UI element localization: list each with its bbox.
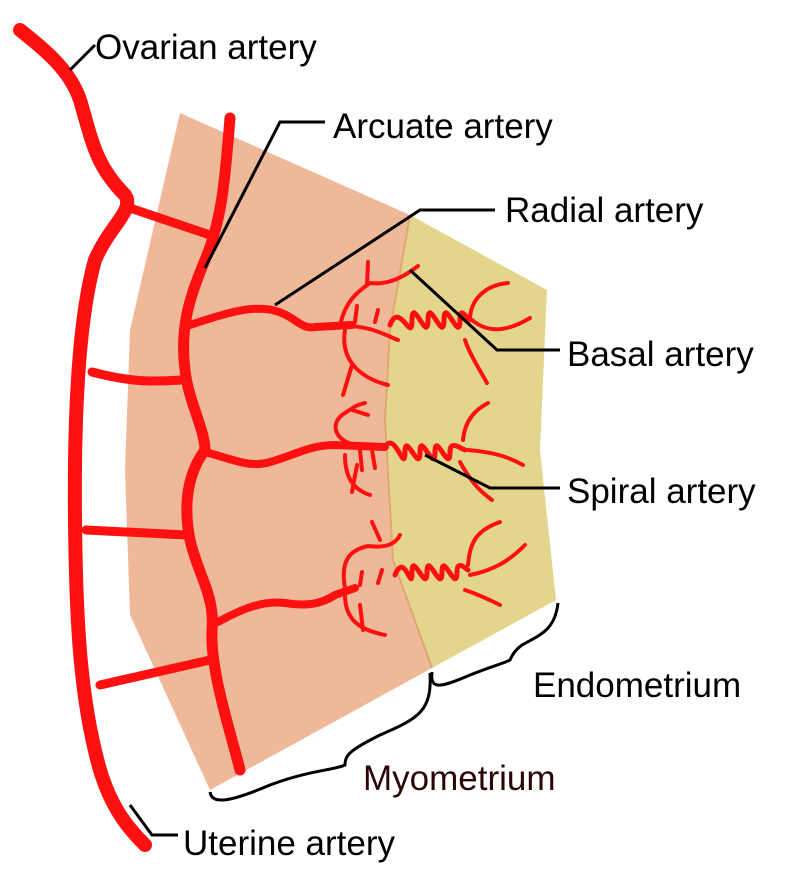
branch [95,655,215,690]
radial-artery [186,304,356,332]
basal-leader [408,268,560,352]
small-arteries [333,260,532,637]
arcuate-artery-label: Arcuate artery [333,107,553,146]
branch [87,367,187,386]
spiral-artery-label: Spiral artery [567,472,756,511]
radial-artery [214,584,359,626]
ovarian-artery-label: Ovarian artery [95,28,317,67]
spiral-artery-coil [387,310,473,331]
branch [125,203,215,240]
endometrium-brace [430,602,560,687]
uterine-leader [128,804,178,837]
endometrium-region [385,215,556,668]
spiral-artery-coil [382,440,468,462]
arcuate-leader [203,120,325,269]
spiral-arteries [382,310,473,582]
tissue-boundary [383,214,433,669]
myometrium-label: Myometrium [363,759,556,798]
uterine-artery-label: Uterine artery [183,824,396,863]
radial-artery-label: Radial artery [505,191,704,230]
radial-artery [201,441,389,469]
endometrium-label: Endometrium [533,666,741,705]
basal-artery-label: Basal artery [567,335,754,374]
leader-lines [68,43,560,837]
myometrium-brace [208,672,432,802]
ovarian-leader [68,43,97,72]
radial-leader [274,208,495,307]
ovarian-uterine-artery [13,23,152,852]
spiral-artery-coil [392,563,471,582]
branch [81,525,191,540]
arteries [13,23,389,852]
spiral-leader [424,453,560,490]
